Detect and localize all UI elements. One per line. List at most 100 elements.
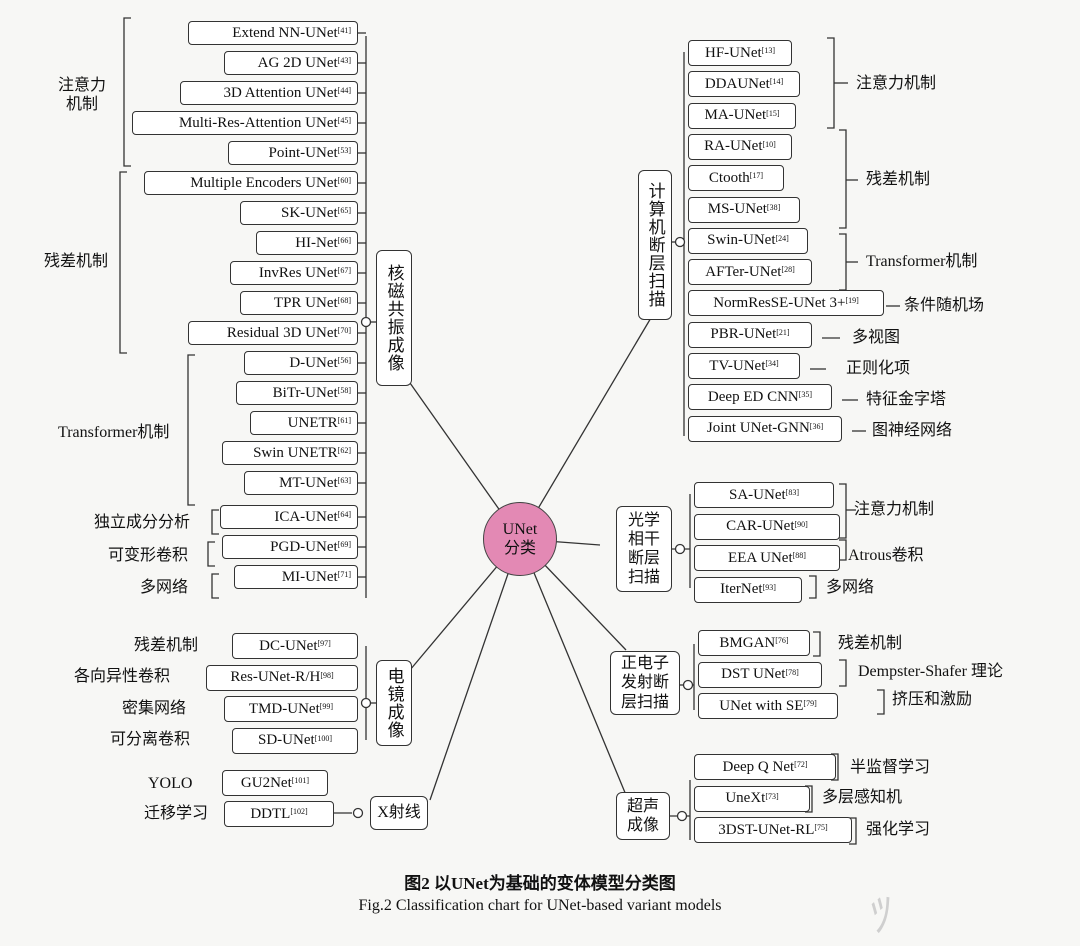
model-node: TV-UNet[34] [688, 353, 800, 379]
model-node: 3D Attention UNet[44] [180, 81, 358, 105]
group-label: Transformer机制 [58, 424, 170, 441]
bracket-oct-multi [809, 575, 817, 599]
category-oct: 光学 相干 断层 扫描 [616, 506, 672, 592]
model-reference: [28] [781, 265, 795, 275]
model-reference: [90] [794, 519, 808, 529]
model-name: PBR-UNet [710, 326, 777, 343]
model-node: SK-UNet[65] [240, 201, 358, 225]
bracket-ct-transformer [839, 233, 847, 291]
category-mri: 核磁共振成像 [376, 250, 412, 386]
model-reference: [69] [337, 540, 351, 549]
category-us: 超声 成像 [616, 792, 670, 840]
group-label: 正则化项 [846, 360, 911, 377]
group-label: 注意力机制 [854, 501, 935, 518]
model-node: BiTr-UNet[58] [236, 381, 358, 405]
figure-caption-chinese: 图2 以UNet为基础的变体模型分类图 [404, 874, 676, 893]
group-label: 图神经网络 [872, 422, 953, 439]
model-reference: [65] [337, 206, 351, 215]
model-node: HF-UNet[13] [688, 40, 792, 66]
model-node: TMD-UNet[99] [224, 696, 358, 722]
model-node: NormResSE-UNet 3+[19] [688, 290, 884, 317]
model-node: Deep Q Net[72] [694, 754, 836, 780]
model-node: Multiple Encoders UNet[60] [144, 171, 358, 195]
model-node: InvRes UNet[67] [230, 261, 358, 285]
model-reference: [88] [792, 551, 806, 560]
group-label: 特征金字塔 [866, 391, 947, 408]
model-name: EEA UNet [728, 549, 793, 566]
model-reference: [14] [769, 77, 784, 87]
model-reference: [68] [337, 296, 351, 305]
model-name: AFTer-UNet [705, 263, 782, 280]
model-node: PBR-UNet[21] [688, 321, 812, 348]
model-name: GU2Net [240, 774, 292, 791]
bracket-mri-residual [119, 171, 127, 354]
model-name: SA-UNet [729, 486, 786, 503]
model-reference: [78] [785, 667, 799, 677]
model-node: Extend NN-UNet[41] [188, 21, 358, 45]
model-name: Ctooth [708, 169, 750, 186]
model-name: UNETR [287, 414, 338, 431]
model-name: IterNet [720, 581, 763, 597]
bracket-mri-ica [211, 509, 219, 535]
group-label: 注意力 机制 [58, 77, 107, 114]
group-label: 残差机制 [838, 635, 903, 652]
group-label: 残差机制 [134, 637, 199, 654]
model-name: TV-UNet [709, 357, 766, 374]
group-label: 多网络 [826, 579, 875, 596]
model-node: AG 2D UNet[43] [224, 51, 358, 75]
model-name: HI-Net [295, 234, 338, 251]
model-name: InvRes UNet [258, 264, 338, 281]
model-reference: [101] [291, 776, 310, 785]
group-label: Transformer机制 [866, 253, 978, 270]
model-name: MS-UNet [707, 201, 767, 217]
group-label: 挤压和激励 [892, 691, 973, 708]
center-node-unet-classification: UNet 分类 [483, 502, 557, 576]
bracket-pet-ds [839, 659, 847, 687]
model-name: UNet with SE [719, 697, 804, 714]
group-label: 多视图 [852, 329, 901, 346]
model-reference: [100] [314, 733, 332, 743]
model-reference: [24] [775, 233, 789, 243]
model-node: ICA-UNet[64] [220, 505, 358, 529]
group-label: 可变形卷积 [108, 547, 189, 564]
model-name: ICA-UNet [274, 508, 338, 525]
model-reference: [70] [337, 326, 351, 335]
group-label: YOLO [148, 775, 193, 792]
model-name: Joint UNet-GNN [706, 420, 810, 437]
group-label: 独立成分分析 [94, 514, 191, 531]
model-reference: [62] [337, 446, 351, 455]
bracket-oct-atrous [839, 539, 847, 561]
model-name: TPR UNet [273, 294, 338, 311]
oct-junction-dot [674, 543, 686, 555]
model-name: SD-UNet [258, 732, 315, 748]
model-name: Deep Q Net [722, 758, 795, 775]
model-node: Multi-Res-Attention UNet[45] [132, 111, 358, 135]
model-reference: [38] [766, 202, 781, 212]
model-reference: [63] [337, 476, 351, 485]
model-name: MI-UNet [281, 568, 338, 585]
model-name: Extend NN-UNet [232, 24, 338, 41]
model-reference: [43] [337, 56, 351, 65]
model-node: Point-UNet[53] [228, 141, 358, 165]
model-reference: [21] [776, 327, 790, 337]
category-xray: X射线 [370, 796, 428, 830]
bracket-mri-attention [123, 17, 131, 167]
group-label: 半监督学习 [850, 759, 931, 776]
group-label: Atrous卷积 [848, 547, 924, 564]
model-node: MA-UNet[15] [688, 102, 796, 129]
model-node: IterNet[93] [694, 576, 802, 603]
model-name: D-UNet [289, 354, 338, 371]
model-reference: [61] [337, 416, 351, 425]
model-node: SA-UNet[83] [694, 482, 834, 508]
model-reference: [53] [337, 146, 351, 155]
model-name: Deep ED CNN [707, 388, 799, 405]
bracket-pet-residual [813, 631, 821, 657]
model-node: HI-Net[66] [256, 231, 358, 255]
model-reference: [58] [337, 386, 351, 395]
model-node: TPR UNet[68] [240, 291, 358, 315]
model-reference: [99] [319, 702, 334, 711]
bracket-pet-se [877, 689, 885, 715]
group-label: 注意力机制 [856, 75, 937, 92]
ct-junction-dot [674, 236, 686, 248]
group-label: Dempster-Shafer 理论 [858, 663, 1003, 680]
